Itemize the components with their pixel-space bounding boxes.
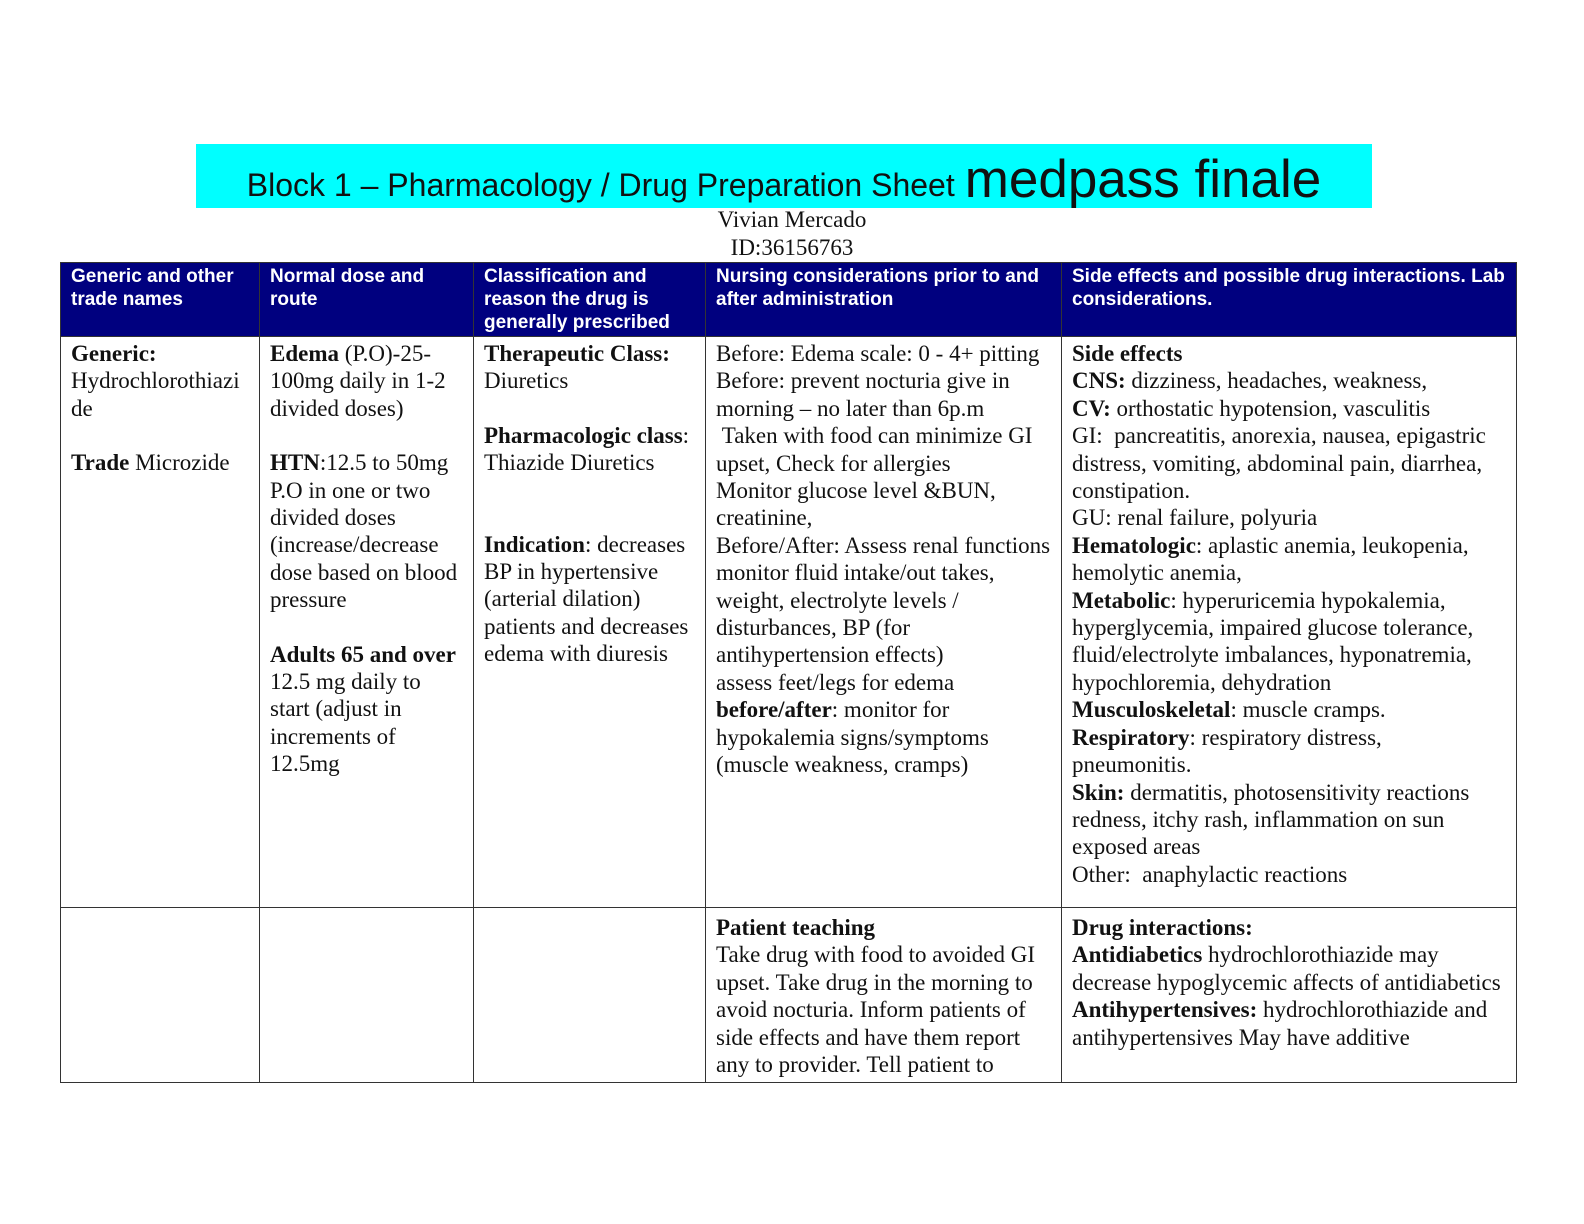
drug-sheet-table: Generic and other trade names Normal dos… [60, 262, 1517, 1084]
cell-patient-teaching: Patient teaching Take drug with food to … [705, 906, 1062, 1084]
cell-nursing: Before: Edema scale: 0 - 4+ pitting Befo… [705, 336, 1062, 908]
cell-side-effects: Side effects CNS: dizziness, headaches, … [1061, 336, 1517, 908]
cell-generic: Generic: Hydrochlorothiazide Trade Micro… [60, 336, 260, 908]
indication: Indication: decreases BP in hypertensive… [484, 531, 689, 667]
nursing-line: assess feet/legs for edema [716, 669, 955, 695]
se-metabolic: Metabolic: hyperuricemia hypokalemia, hy… [1072, 587, 1474, 695]
side-effects-heading: Side effects [1072, 341, 1183, 366]
edema-dose: Edema (P.O)-25-100mg daily in 1-2 divide… [270, 341, 446, 421]
sheet-title-handwritten: medpass finale [964, 150, 1322, 208]
interaction-antidiabetics: Antidiabetics hydrochlorothiazide may de… [1072, 942, 1501, 995]
therapeutic-value: Diuretics [484, 368, 569, 394]
se-skin: Skin: dermatitis, photosensitivity react… [1072, 779, 1470, 860]
generic-value: Hydrochlorothiazide [71, 368, 240, 421]
author-name: Vivian Mercado [717, 207, 867, 232]
se-gi: GI: pancreatitis, anorexia, nausea, epig… [1072, 423, 1492, 504]
se-cns: CNS: dizziness, headaches, weakness, [1072, 368, 1428, 394]
header-side-effects: Side effects and possible drug interacti… [1061, 262, 1517, 337]
nursing-line: monitor fluid intake/out takes, weight, … [716, 560, 995, 668]
pharm-class: Pharmacologic class: Thiazide Diuretics [484, 422, 690, 476]
cell-classification: Therapeutic Class: Diuretics Pharmacolog… [473, 336, 706, 908]
interactions-label: Drug interactions: [1072, 915, 1253, 940]
header-nursing: Nursing considerations prior to and afte… [705, 262, 1062, 337]
cell-empty [259, 906, 474, 1084]
se-cv: CV: orthostatic hypotension, vasculitis [1072, 395, 1431, 421]
title-banner: Block 1 – Pharmacology / Drug Preparatio… [196, 144, 1372, 208]
table-header-row: Generic and other trade names Normal dos… [60, 262, 1517, 337]
se-gu: GU: renal failure, polyuria [1072, 505, 1318, 531]
therapeutic-label: Therapeutic Class: [484, 341, 670, 366]
trade-line: Trade Microzide [71, 450, 230, 476]
student-id: ID:36156763 [730, 235, 854, 260]
se-musculoskeletal: Musculoskeletal: muscle cramps. [1072, 697, 1386, 723]
cell-dose: Edema (P.O)-25-100mg daily in 1-2 divide… [259, 336, 474, 908]
interaction-antihypertensives: Antihypertensives: hydrochlorothiazide a… [1072, 997, 1488, 1050]
cell-empty [60, 906, 260, 1084]
nursing-line: Before: Edema scale: 0 - 4+ pitting [716, 341, 1040, 366]
nursing-line: Before/After: Assess renal functions [716, 532, 1051, 558]
header-generic: Generic and other trade names [60, 262, 260, 337]
se-other: Other: anaphylactic reactions [1072, 861, 1348, 887]
cell-drug-interactions: Drug interactions: Antidiabetics hydroch… [1061, 906, 1517, 1084]
nursing-before-after: before/after: monitor for hypokalemia si… [716, 697, 989, 778]
nursing-line: Taken with food can minimize GI upset, C… [716, 423, 1039, 476]
se-hematologic: Hematologic: aplastic anemia, leukopenia… [1072, 532, 1469, 586]
cell-empty [473, 906, 706, 1084]
se-respiratory: Respiratory: respiratory distress, pneum… [1072, 724, 1382, 778]
adults-label: Adults 65 and over [270, 641, 456, 667]
adults-dose: 12.5 mg daily to start (adjust in increm… [270, 669, 421, 777]
header-dose: Normal dose and route [259, 262, 474, 337]
teaching-text: Take drug with food to avoided GI upset.… [716, 942, 1036, 1078]
teaching-label: Patient teaching [716, 915, 876, 940]
generic-label: Generic: [71, 341, 157, 366]
sheet-title: Block 1 – Pharmacology / Drug Preparatio… [246, 167, 955, 204]
nursing-line: Before: prevent nocturia give in morning… [716, 368, 1010, 421]
nursing-line: Monitor glucose level &BUN, creatinine, [716, 478, 996, 531]
htn-dose: HTN:12.5 to 50mg P.O in one or two divid… [270, 450, 458, 613]
table-row: Generic: Hydrochlorothiazide Trade Micro… [60, 336, 1517, 908]
header-classification: Classification and reason the drug is ge… [473, 262, 706, 337]
table-row: Patient teaching Take drug with food to … [60, 906, 1517, 1084]
